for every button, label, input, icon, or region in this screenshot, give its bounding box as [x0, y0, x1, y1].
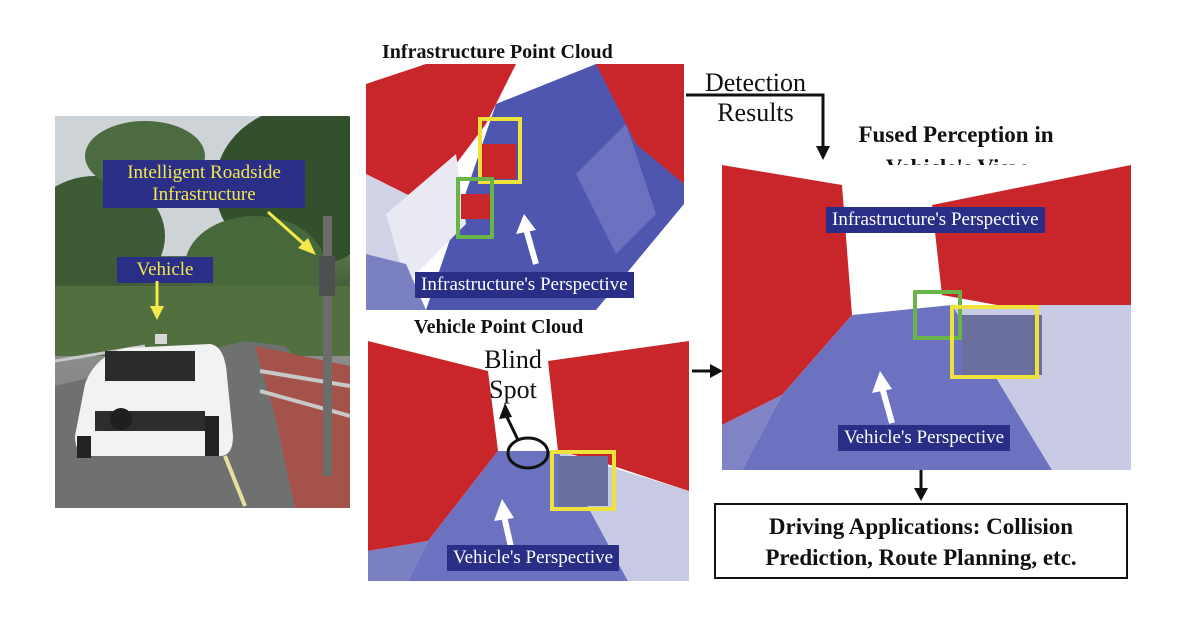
fused-detection-box-green [913, 290, 962, 340]
vehicle-point-cloud [368, 341, 689, 581]
fused-detection-box-yellow [950, 305, 1039, 379]
fused-infrastructure-label: Infrastructure's Perspective [826, 207, 1045, 233]
vehicle-cloud-title: Vehicle Point Cloud [414, 316, 584, 338]
infrastructure-point-cloud [366, 64, 684, 310]
fused-vehicle-label: Vehicle's Perspective [838, 425, 1011, 451]
blind-spot-label: Blind Spot [484, 345, 542, 404]
vehicle-cloud-render [368, 341, 689, 581]
vehicle-detection-box [550, 450, 616, 511]
detection-results-label: Detection Results [704, 68, 807, 127]
blind-spot-ellipse [506, 436, 550, 470]
detection-box-green [456, 177, 494, 239]
detection-box-yellow [478, 117, 522, 184]
infrastructure-label: Intelligent Roadside Infrastructure [103, 160, 305, 208]
driving-applications-box: Driving Applications: Collision Predicti… [714, 503, 1128, 579]
infrastructure-cloud-render [366, 64, 684, 310]
infrastructure-cloud-title: Infrastructure Point Cloud [382, 41, 613, 63]
vehicle-perspective-label: Vehicle's Perspective [447, 545, 620, 571]
infrastructure-perspective-label: Infrastructure's Perspective [415, 272, 634, 298]
vehicle-label: Vehicle [117, 257, 213, 283]
